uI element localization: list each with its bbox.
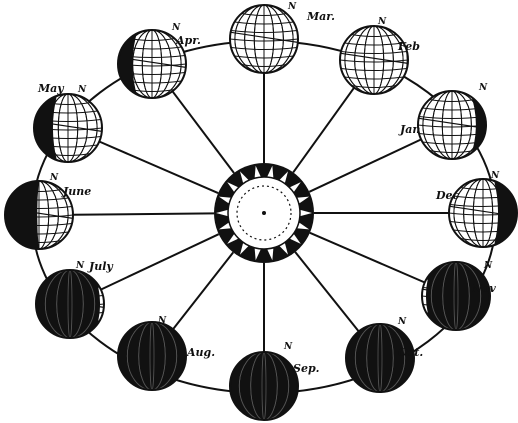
globe-shadow-june bbox=[3, 179, 39, 251]
spoke-line-jan bbox=[309, 139, 421, 191]
globe-shadow-nov bbox=[426, 260, 492, 332]
globe-pole-label: N bbox=[77, 85, 87, 95]
month-label-jan: Jan bbox=[398, 123, 420, 136]
spoke-line-aug bbox=[173, 252, 233, 329]
globe-aug: N Aug. bbox=[116, 316, 215, 392]
globe-pole-label: N bbox=[157, 316, 167, 326]
spoke-line-june bbox=[73, 213, 214, 214]
globe-pole-label: N bbox=[490, 171, 500, 181]
month-label-june: June bbox=[61, 185, 91, 198]
globe-pole-label: N bbox=[75, 261, 85, 271]
globe-feb: N Feb bbox=[340, 17, 420, 96]
sun-icon bbox=[214, 163, 314, 263]
globe-pole-label: N bbox=[287, 2, 297, 12]
globe-nov: N Nov bbox=[422, 260, 496, 332]
globe-may: N May bbox=[32, 82, 102, 164]
globe-dec: N Dec bbox=[435, 171, 518, 249]
globe-pole-label: N bbox=[171, 23, 181, 33]
month-label-dec: Dec bbox=[435, 189, 460, 202]
globe-pole-label: N bbox=[377, 17, 387, 27]
globe-pole-label: N bbox=[397, 317, 407, 327]
spoke-line-july bbox=[101, 234, 219, 289]
month-label-aug: Aug. bbox=[186, 346, 215, 359]
month-label-july: July bbox=[87, 260, 114, 273]
globe-pole-label: N bbox=[49, 173, 59, 183]
globe-pole-label: N bbox=[483, 261, 493, 271]
month-label-feb: Feb bbox=[397, 40, 420, 53]
globe-pole-label: N bbox=[283, 342, 293, 352]
month-label-sep: Sep. bbox=[293, 362, 320, 375]
month-label-may: May bbox=[37, 82, 65, 95]
spoke-line-may bbox=[99, 142, 218, 194]
month-label-mar: Mar. bbox=[306, 10, 335, 23]
spoke-line-nov bbox=[310, 233, 425, 283]
globe-shadow-july bbox=[34, 268, 100, 340]
globe-pole-label: N bbox=[478, 83, 488, 93]
globe-jan: N Jan bbox=[398, 83, 488, 161]
month-label-nov: Nov bbox=[471, 282, 496, 295]
month-label-oct: Oct. bbox=[398, 346, 423, 359]
globe-mar: N Mar. bbox=[230, 2, 335, 73]
spoke-line-feb bbox=[293, 88, 354, 173]
spoke-line-apr bbox=[172, 91, 234, 173]
spoke-line-oct bbox=[295, 252, 359, 332]
month-label-apr: Apr. bbox=[175, 34, 201, 47]
